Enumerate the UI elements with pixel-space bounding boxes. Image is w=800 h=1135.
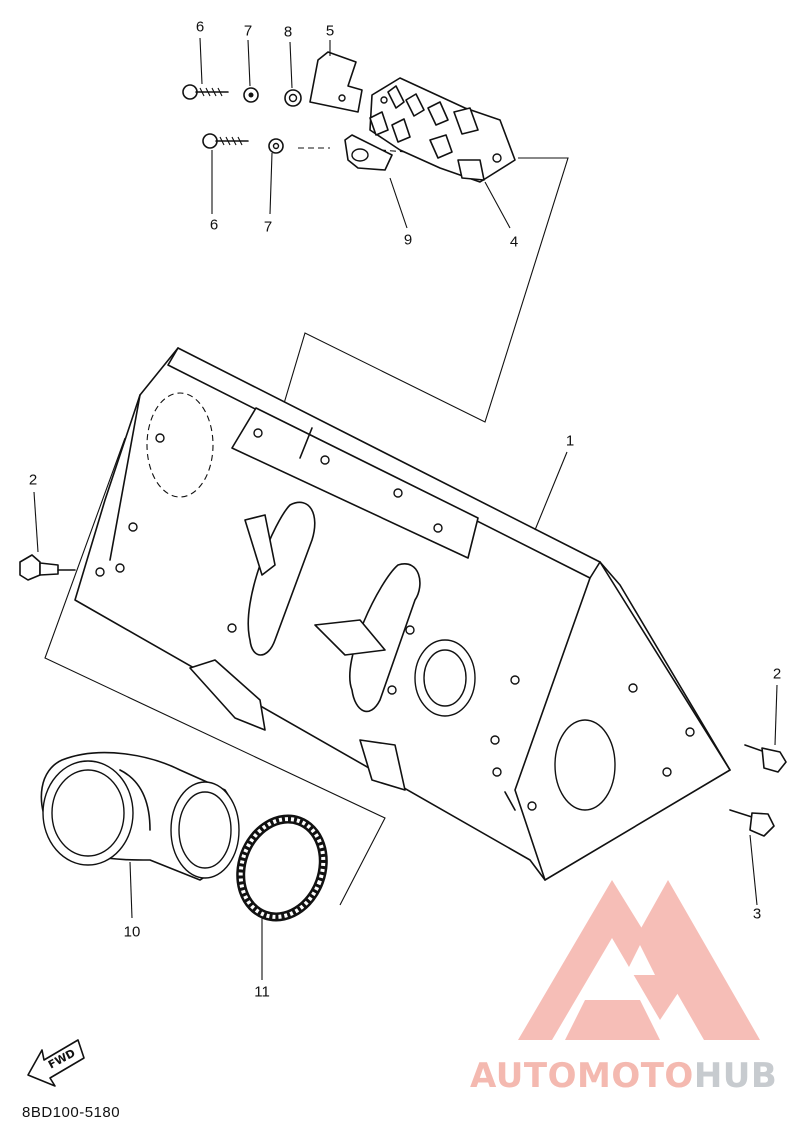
watermark-part-auto: AUTO [470, 1056, 577, 1096]
callout-11: 11 [254, 983, 270, 1001]
watermark-text: AUTOMOTOHUB [470, 1056, 777, 1096]
panel-bolt-holes [95, 428, 695, 811]
clamp [344, 134, 393, 171]
callout-7-lower: 7 [263, 218, 273, 236]
relay-holder [369, 77, 516, 183]
callout-2-left: 2 [28, 471, 38, 489]
callout-9: 9 [403, 231, 413, 249]
washer-8 [284, 89, 302, 107]
watermark-part-hub: HUB [693, 1056, 778, 1096]
gasket-ring [236, 814, 328, 922]
callout-6-lower: 6 [209, 216, 219, 234]
bracket [309, 51, 363, 113]
callout-7-upper: 7 [243, 22, 253, 40]
callout-4: 4 [509, 233, 519, 251]
callout-6-upper: 6 [195, 18, 205, 36]
callout-8: 8 [283, 23, 293, 41]
diagram-reference-code: 8BD100-5180 [22, 1104, 121, 1121]
nut-lower [268, 138, 284, 154]
callout-10: 10 [123, 923, 141, 941]
bolt-right-lower [729, 809, 775, 837]
callout-2-right: 2 [772, 665, 782, 683]
intake-duct [40, 751, 240, 881]
callout-1: 1 [565, 432, 575, 450]
watermark-part-moto: MOTO [576, 1056, 694, 1096]
screw-upper [182, 84, 229, 100]
screw-lower [202, 133, 249, 149]
air-box-panel [74, 347, 731, 881]
callout-5: 5 [325, 22, 335, 40]
callout-3: 3 [752, 905, 762, 923]
bolt-left [19, 554, 76, 581]
watermark-logo [518, 880, 760, 1040]
fwd-arrow-icon: FWD [27, 1039, 85, 1087]
callout-leaders [33, 37, 778, 980]
nut-upper [243, 87, 259, 103]
bolt-right-upper [744, 744, 787, 773]
